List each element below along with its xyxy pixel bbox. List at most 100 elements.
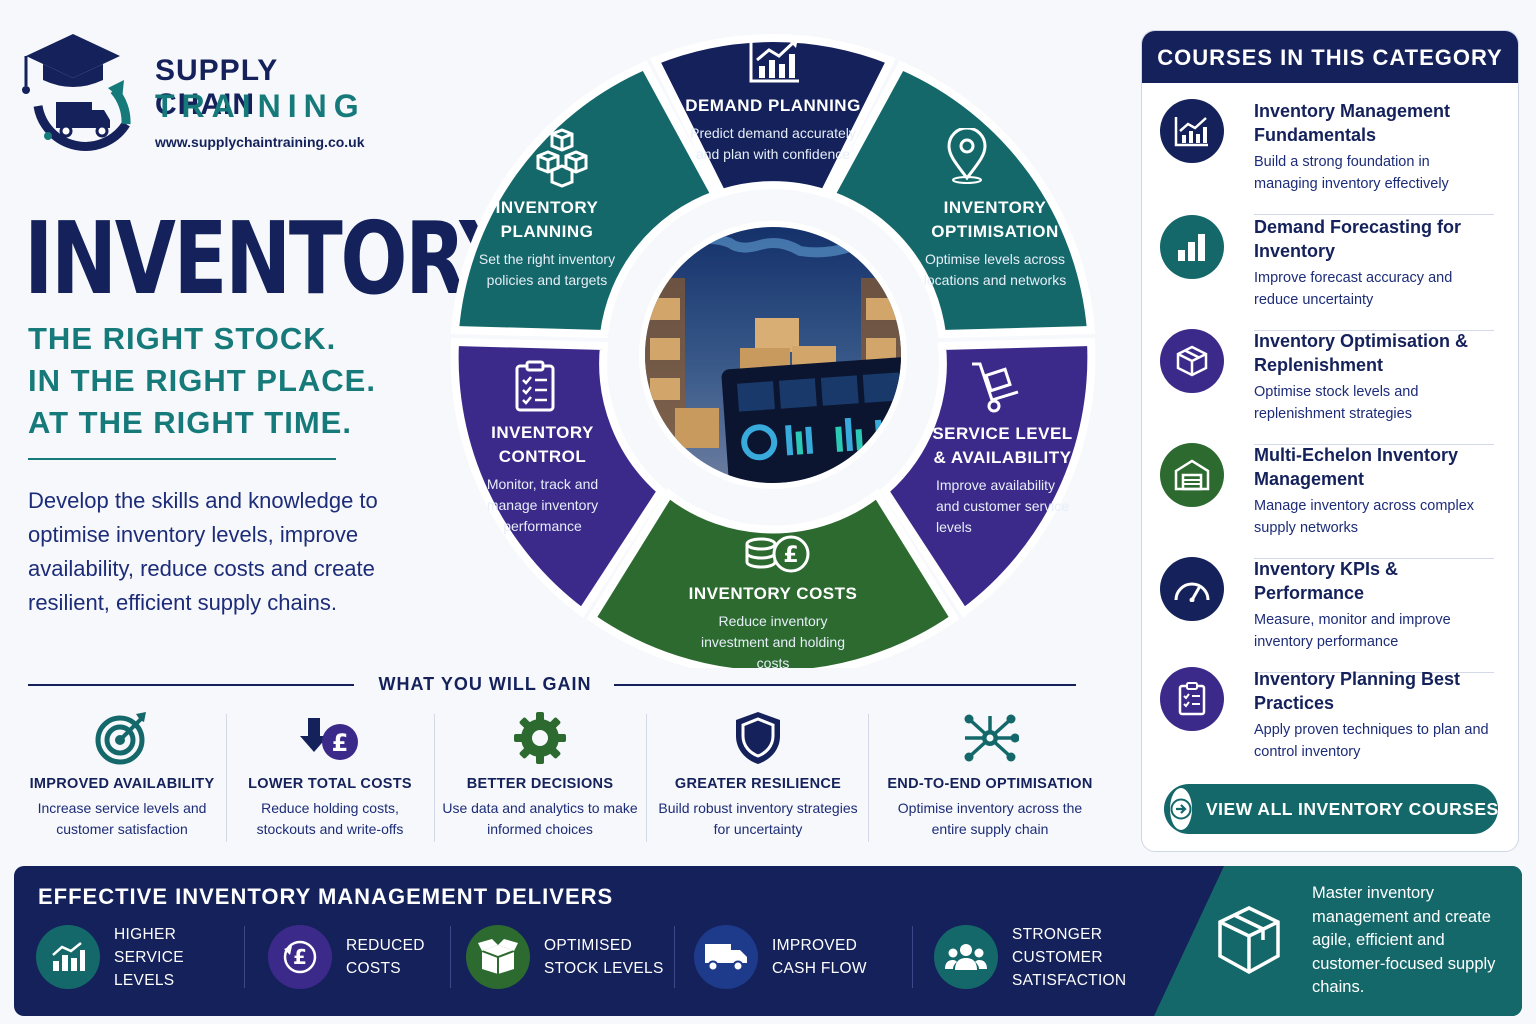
divider	[912, 926, 913, 988]
segment-title: INVENTORY OPTIMISATION	[931, 198, 1059, 241]
course-item[interactable]: Multi-Echelon Inventory Management Manag…	[1160, 443, 1496, 559]
gain-item: £ LOWER TOTAL COSTS Reduce holding costs…	[230, 708, 430, 840]
course-title[interactable]: Inventory Optimisation & Replenishment	[1254, 331, 1469, 375]
view-all-label: VIEW ALL INVENTORY COURSES	[1206, 798, 1499, 819]
gain-desc: Reduce holding costs, stockouts and writ…	[256, 800, 404, 837]
page-title: INVENTORY	[24, 200, 517, 317]
segment-desc: Improve availability and customer servic…	[936, 477, 1070, 535]
course-item[interactable]: Demand Forecasting for Inventory Improve…	[1160, 215, 1496, 331]
gain-title: LOWER TOTAL COSTS	[248, 776, 412, 792]
course-item[interactable]: Inventory Management Fundamentals Build …	[1160, 99, 1496, 215]
course-icon-circle	[1160, 557, 1224, 621]
course-item[interactable]: Inventory KPIs & Performance Measure, mo…	[1160, 557, 1496, 673]
segment-inventory-control[interactable]	[450, 337, 667, 618]
divider	[646, 714, 647, 842]
gain-title: BETTER DECISIONS	[466, 776, 614, 792]
hero-description: Develop the skills and knowledge to opti…	[28, 488, 378, 615]
divider	[28, 684, 354, 686]
benefits-band: EFFECTIVE INVENTORY MANAGEMENT DELIVERS …	[14, 866, 1522, 1016]
segment-desc: Monitor, track and manage inventory perf…	[486, 476, 599, 534]
hand-truck-icon	[972, 362, 1019, 413]
wheel-graphic	[450, 34, 1096, 668]
clipboard-checklist-icon	[515, 360, 555, 412]
divider	[28, 458, 336, 460]
course-desc: Apply proven techniques to plan and cont…	[1254, 722, 1489, 760]
gain-title: GREATER RESILIENCE	[674, 776, 842, 792]
gain-item: IMPROVED AVAILABILITY Increase service l…	[22, 708, 222, 840]
svg-text:£: £	[783, 543, 798, 568]
box-icon	[1176, 345, 1208, 377]
segment-label-inventory-costs: INVENTORY COSTS Reduce inventory investm…	[673, 582, 873, 674]
location-pin-icon	[947, 128, 987, 184]
pound-down-icon: £	[230, 708, 430, 768]
segment-title: INVENTORY PLANNING	[495, 198, 599, 241]
course-desc: Manage inventory across complex supply n…	[1254, 498, 1475, 536]
brand-logo-block[interactable]: SUPPLY CHAIN TRAINING www.supplychaintra…	[18, 28, 378, 168]
course-icon-circle	[1160, 329, 1224, 393]
segment-inventory-costs[interactable]	[586, 488, 960, 668]
open-box-icon	[478, 939, 518, 974]
band-item: HIGHER SERVICE LEVELS	[36, 924, 244, 990]
course-desc: Optimise stock levels and replenishment …	[1254, 384, 1419, 422]
segment-title: DEMAND PLANNING	[685, 96, 861, 115]
band-icon-circle	[466, 925, 530, 989]
course-item[interactable]: Inventory Planning Best Practices Apply …	[1160, 667, 1496, 777]
brand-url[interactable]: www.supplychaintraining.co.uk	[155, 134, 365, 150]
course-icon-circle	[1160, 215, 1224, 279]
segment-label-demand-planning: DEMAND PLANNING Predict demand accuratel…	[673, 94, 873, 165]
course-icon-circle	[1160, 99, 1224, 163]
course-item[interactable]: Inventory Optimisation & Replenishment O…	[1160, 329, 1496, 445]
course-title[interactable]: Inventory Management Fundamentals	[1254, 101, 1451, 145]
segment-inventory-planning[interactable]	[450, 60, 721, 339]
band-icon-circle	[934, 925, 998, 989]
target-icon	[22, 708, 222, 768]
course-desc: Improve forecast accuracy and reduce unc…	[1254, 270, 1453, 308]
pound-coins-icon: £	[745, 535, 810, 573]
band-icon-circle	[36, 925, 100, 989]
segment-service-level[interactable]	[879, 337, 1096, 618]
segment-demand-planning[interactable]	[650, 34, 896, 198]
chart-up-icon	[1174, 117, 1208, 147]
box-icon	[1218, 906, 1280, 974]
divider	[868, 714, 869, 842]
gauge-icon	[1174, 582, 1210, 602]
view-all-courses-button[interactable]: VIEW ALL INVENTORY COURSES	[1164, 784, 1498, 834]
segment-label-inventory-control: INVENTORY CONTROL Monitor, track and man…	[480, 421, 605, 537]
gain-item: BETTER DECISIONS Use data and analytics …	[440, 708, 640, 840]
svg-text:£: £	[293, 945, 307, 969]
gain-desc: Use data and analytics to make informed …	[442, 800, 638, 837]
band-item: IMPROVED CASH FLOW	[694, 924, 902, 990]
band-message: Master inventory management and create a…	[1312, 884, 1496, 996]
band-label: HIGHER SERVICE LEVELS	[114, 925, 184, 989]
segment-label-inventory-planning: INVENTORY PLANNING Set the right invento…	[474, 196, 620, 291]
course-title[interactable]: Multi-Echelon Inventory Management	[1254, 445, 1459, 489]
people-icon	[945, 944, 987, 970]
segment-title: INVENTORY CONTROL	[491, 423, 594, 466]
divider	[244, 926, 245, 988]
segment-desc: Optimise levels across locations and net…	[923, 251, 1067, 288]
course-title[interactable]: Inventory Planning Best Practices	[1254, 669, 1461, 713]
gain-item: GREATER RESILIENCE Build robust inventor…	[658, 708, 858, 840]
tagline-line: AT THE RIGHT TIME.	[28, 405, 352, 440]
divider	[1254, 214, 1494, 215]
band-icon-circle: £	[268, 925, 332, 989]
divider	[614, 684, 1076, 686]
courses-heading: COURSES IN THIS CATEGORY	[1142, 31, 1518, 83]
stacked-boxes-icon	[536, 128, 588, 188]
course-icon-circle	[1160, 667, 1224, 731]
truck-icon	[705, 944, 747, 972]
band-label: IMPROVED CASH FLOW	[772, 937, 867, 977]
band-label: REDUCED COSTS	[346, 937, 425, 977]
course-icon-circle	[1160, 443, 1224, 507]
course-desc: Measure, monitor and improve inventory p…	[1254, 612, 1451, 650]
segment-inventory-optimisation[interactable]	[825, 60, 1096, 339]
segment-title: INVENTORY COSTS	[688, 584, 858, 603]
course-title[interactable]: Inventory KPIs & Performance	[1254, 559, 1399, 603]
band-item: STRONGER CUSTOMER SATISFACTION	[934, 924, 1182, 990]
segment-desc: Predict demand accurately and plan with …	[690, 125, 856, 162]
course-title[interactable]: Demand Forecasting for Inventory	[1254, 217, 1462, 261]
divider	[674, 926, 675, 988]
divider	[1254, 672, 1494, 673]
divider	[1254, 558, 1494, 559]
warehouse-icon	[1174, 459, 1210, 491]
